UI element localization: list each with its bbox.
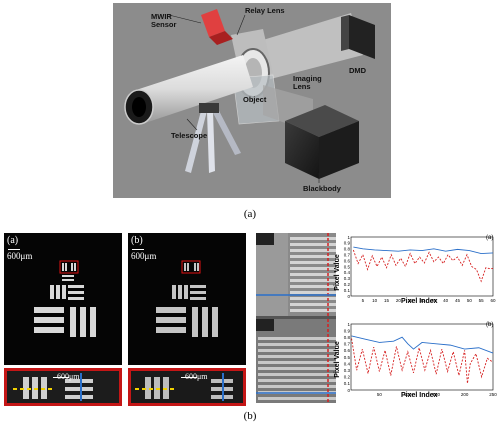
y-tick-label: 0.2 [344, 282, 351, 287]
ir-images [256, 233, 336, 403]
plot-bottom-tag: (b) [486, 322, 494, 328]
plot-frame [350, 323, 494, 391]
dmd-box [349, 15, 375, 59]
caption-a: (a) [243, 208, 257, 220]
y-tick-label: 0.6 [344, 348, 351, 353]
y-tick-label: 0.6 [344, 258, 351, 263]
panel-a-tag: (a) [7, 235, 19, 246]
resolution-target-b [156, 260, 218, 337]
image-panel-b: (b) 600μm [128, 233, 246, 365]
x-tick-label: 55 [479, 298, 485, 303]
x-tick-label: 50 [377, 392, 383, 397]
y-tick-label: 0.7 [344, 253, 351, 258]
y-tick-label: 0.8 [344, 247, 351, 252]
y-tick-label: 0.2 [344, 375, 351, 380]
plot-bottom-xlabel: Pixel Index [401, 392, 438, 399]
label-mwir-sensor: MWIR Sensor [151, 12, 177, 29]
x-tick-label: 35 [431, 298, 437, 303]
inset-b: 600μm [128, 368, 246, 406]
y-tick-label: 0 [347, 388, 350, 393]
x-tick-label: 250 [489, 392, 497, 397]
x-tick-label: 30 [419, 298, 425, 303]
x-tick-label: 150 [432, 392, 440, 397]
y-tick-label: 0.9 [344, 328, 351, 333]
inset-a-scale-label: 600μm [57, 372, 80, 381]
inset-b-scale-label: 600μm [185, 372, 208, 381]
y-tick-label: 0 [347, 294, 350, 299]
y-tick-label: 0.4 [344, 270, 351, 275]
plot-top-tag: (a) [486, 235, 494, 241]
x-tick-label: 60 [490, 298, 496, 303]
inset-a-image [7, 371, 119, 403]
label-object: Object [243, 95, 267, 104]
series-line-blue [353, 246, 494, 254]
ir-image-stack [256, 233, 336, 403]
plot-top-ylabel: Pixel Value [333, 254, 341, 291]
plot-bottom-ylabel: Pixel Value [333, 341, 341, 378]
series-line-red [351, 338, 494, 384]
scale-bar [8, 249, 20, 250]
x-tick-label: 15 [384, 298, 390, 303]
x-tick-label: 10 [372, 298, 378, 303]
plot-top-xlabel: Pixel Index [401, 298, 438, 305]
series-line-blue [351, 335, 494, 354]
inset-b-image [131, 371, 243, 403]
x-tick-label: 5 [362, 298, 365, 303]
plot-frame [350, 236, 494, 297]
x-tick-label: 50 [467, 298, 473, 303]
resolution-target-a [34, 260, 96, 337]
y-tick-label: 0.5 [344, 355, 351, 360]
caption-b: (b) [243, 410, 257, 422]
scale-bar [132, 249, 144, 250]
x-tick-label: 200 [461, 392, 469, 397]
y-tick-label: 1 [347, 235, 350, 240]
y-tick-label: 0.9 [344, 241, 351, 246]
y-tick-label: 0.4 [344, 361, 351, 366]
y-tick-label: 1 [347, 322, 350, 327]
scale-label: 600μm [7, 251, 33, 261]
x-tick-label: 20 [396, 298, 402, 303]
label-relay-lens: Relay Lens [245, 6, 285, 15]
scale-label: 600μm [131, 251, 157, 261]
y-tick-label: 0.3 [344, 276, 351, 281]
x-tick-label: 45 [455, 298, 461, 303]
image-panel-a: (a) 600μm [4, 233, 122, 365]
setup-drawing [113, 3, 391, 198]
y-tick-label: 0.1 [344, 288, 351, 293]
y-tick-label: 0.8 [344, 335, 351, 340]
panel-b-tag: (b) [131, 235, 143, 246]
label-imaging-lens: Imaging Lens [293, 74, 322, 91]
y-tick-label: 0.3 [344, 368, 351, 373]
y-tick-label: 0.5 [344, 264, 351, 269]
x-tick-label: 40 [443, 298, 449, 303]
x-tick-label: 25 [408, 298, 414, 303]
label-dmd: DMD [349, 66, 367, 75]
y-tick-label: 0.7 [344, 342, 351, 347]
mwir-sensor-box [201, 9, 225, 37]
inset-a: 600μm [4, 368, 122, 406]
y-tick-label: 0.1 [344, 381, 351, 386]
setup-illustration: MWIR Sensor Relay Lens Imaging Lens DMD … [113, 3, 391, 198]
x-tick-label: 100 [404, 392, 412, 397]
label-telescope: Telescope [171, 131, 208, 140]
label-blackbody: Blackbody [303, 184, 341, 193]
series-line-red [352, 249, 494, 283]
